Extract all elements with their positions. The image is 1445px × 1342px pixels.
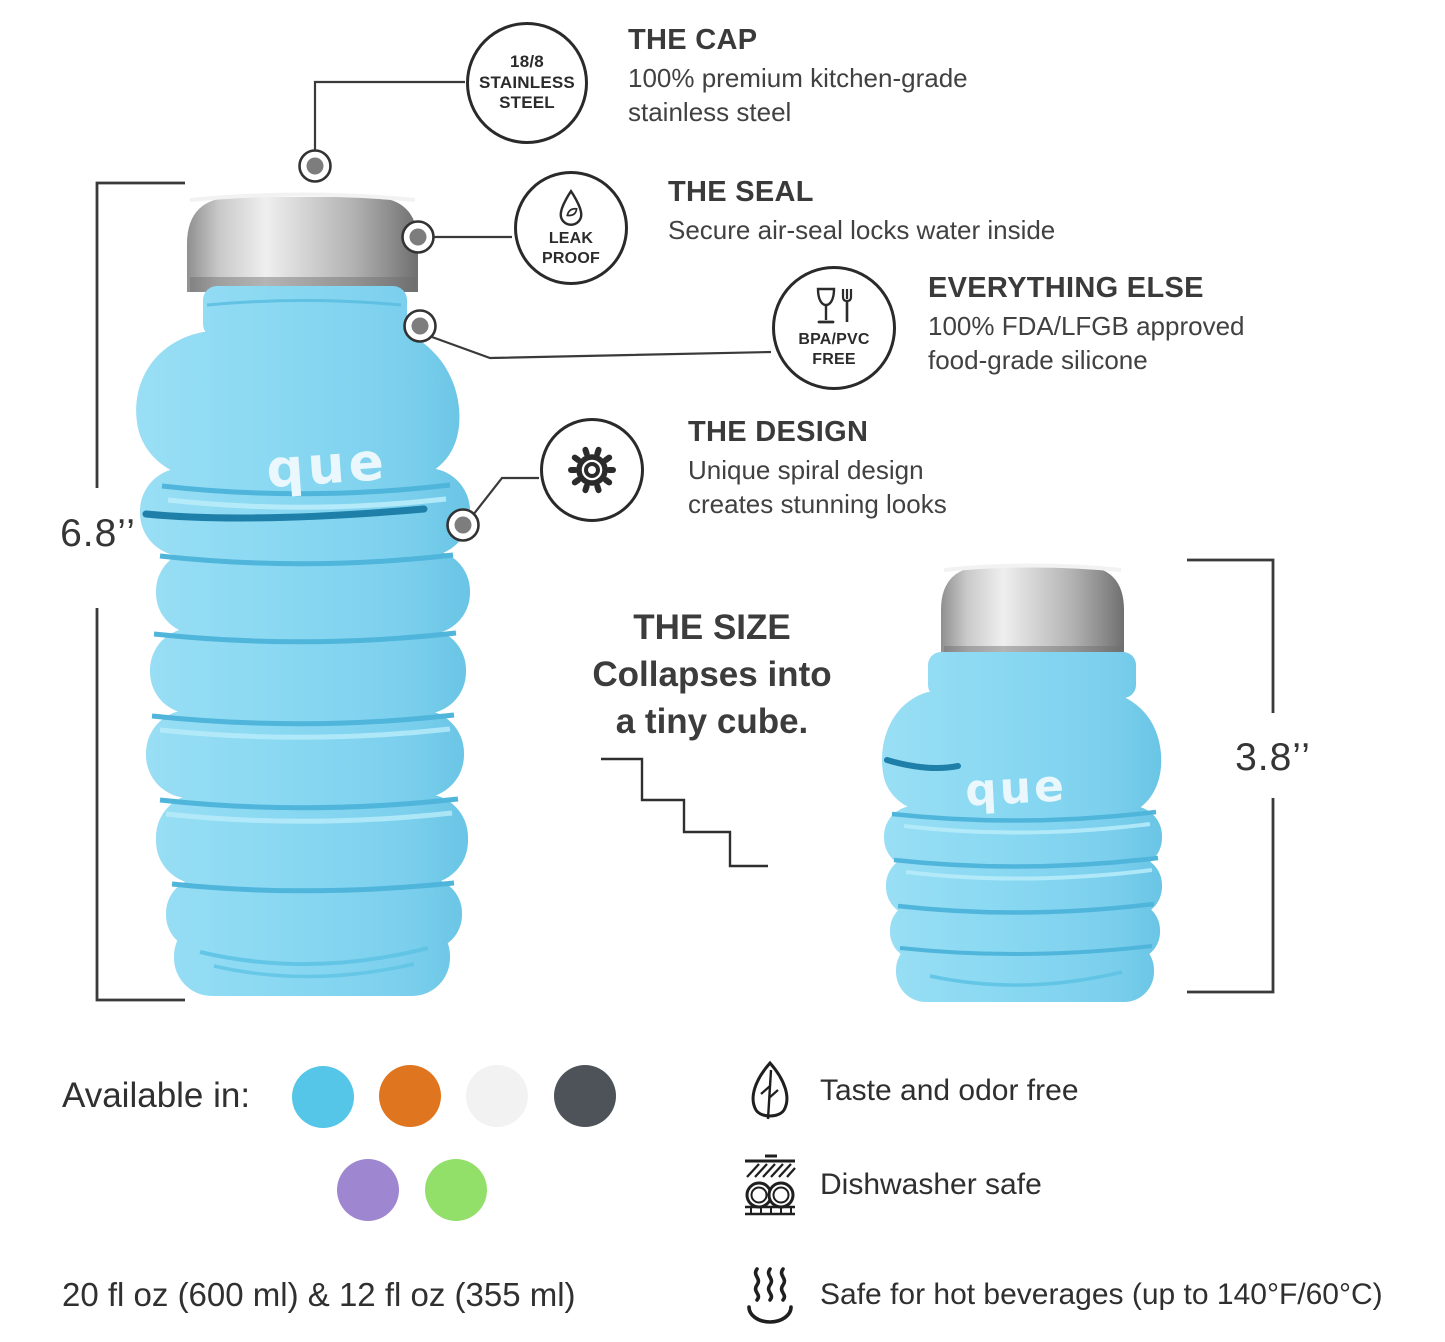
size-note-title: THE SIZE <box>633 608 791 647</box>
brand-logo-expanded: que <box>264 432 389 500</box>
bottle-expanded: que <box>136 192 470 996</box>
capacity-text: 20 fl oz (600 ml) & 12 fl oz (355 ml) <box>62 1276 576 1313</box>
callout-title: THE SEAL <box>668 176 814 208</box>
staircase-icon <box>601 757 768 868</box>
bottle-cap <box>187 197 418 292</box>
spiral-slit-collapsed <box>884 757 961 771</box>
callout-connectors <box>313 80 772 516</box>
glass-fork-icon <box>816 287 853 324</box>
badge-line: STEEL <box>499 93 555 113</box>
feature-row-hot: Safe for hot beverages (up to 140°F/60°C… <box>738 1260 1383 1330</box>
gear-icon <box>568 446 616 494</box>
dot-cap <box>298 149 332 183</box>
color-swatch-blue <box>292 1066 354 1128</box>
callout-body-line: Unique spiral design <box>688 455 924 485</box>
dot-seal <box>401 220 435 254</box>
bottle-shoulder <box>136 332 460 482</box>
callout-body-line: creates stunning looks <box>688 489 947 519</box>
brand-logo-collapsed: que <box>964 760 1068 816</box>
spiral-slit <box>142 505 428 522</box>
feature-text: Safe for hot beverages (up to 140°F/60°C… <box>820 1278 1383 1311</box>
callout-title: THE CAP <box>628 24 758 56</box>
feature-text: Dishwasher safe <box>820 1168 1042 1201</box>
badge-bpa-pvc-free: BPA/PVC FREE <box>772 266 896 390</box>
callout-title: THE DESIGN <box>688 416 869 448</box>
measure-bracket-collapsed <box>1187 558 1275 994</box>
available-in-label: Available in: <box>62 1076 251 1115</box>
bottle-collapsed-shoulder <box>881 692 1162 818</box>
callout-body-line: food-grade silicone <box>928 345 1148 375</box>
callout-body-line: 100% premium kitchen-grade <box>628 63 968 93</box>
callout-body-line: stainless steel <box>628 97 792 127</box>
dot-materials <box>403 309 437 343</box>
size-note-line: a tiny cube. <box>615 702 809 741</box>
feature-row-dishwasher: Dishwasher safe <box>738 1150 1042 1220</box>
height-label-expanded: 6.8’’ <box>60 512 136 555</box>
callout-dots <box>298 149 480 542</box>
steam-icon <box>738 1264 802 1326</box>
callout-materials: EVERYTHING ELSE 100% FDA/LFGB approved f… <box>928 272 1245 377</box>
badge-leak-proof: LEAK PROOF <box>514 171 628 285</box>
badge-line: FREE <box>812 350 856 368</box>
badge-stainless-steel: 18/8 STAINLESS STEEL <box>466 22 588 144</box>
badge-line: 18/8 <box>510 51 544 71</box>
bottle-collapsed-cap <box>941 566 1124 660</box>
callout-cap: THE CAP 100% premium kitchen-grade stain… <box>628 24 968 129</box>
color-swatch-gray <box>554 1065 616 1127</box>
callout-design: THE DESIGN Unique spiral design creates … <box>688 416 947 521</box>
size-note: THE SIZE Collapses into a tiny cube. <box>552 604 872 745</box>
badge-line: STAINLESS <box>479 72 575 92</box>
color-swatch-white <box>466 1065 528 1127</box>
color-swatch-orange <box>379 1065 441 1127</box>
badge-line: LEAK <box>548 229 594 247</box>
bottle-collapsed: que <box>881 563 1162 1002</box>
color-swatch-green <box>425 1159 487 1221</box>
leaf-icon <box>738 1060 802 1122</box>
feature-row-taste: Taste and odor free <box>738 1056 1079 1126</box>
callout-body-line: 100% FDA/LFGB approved <box>928 311 1245 341</box>
badge-design <box>540 418 644 522</box>
size-note-line: Collapses into <box>592 655 832 694</box>
callout-body-line: Secure air-seal locks water inside <box>668 215 1056 245</box>
callout-title: EVERYTHING ELSE <box>928 272 1204 304</box>
color-swatch-purple <box>337 1159 399 1221</box>
droplet-icon <box>559 188 583 226</box>
measure-bracket-expanded <box>95 181 185 1002</box>
feature-text: Taste and odor free <box>820 1074 1079 1107</box>
badge-line: BPA/PVC <box>798 330 870 348</box>
dishwasher-icon <box>738 1153 802 1217</box>
badge-line: PROOF <box>542 249 600 267</box>
height-label-collapsed: 3.8’’ <box>1235 736 1311 779</box>
callout-seal: THE SEAL Secure air-seal locks water ins… <box>668 176 1055 247</box>
dot-design <box>446 508 480 542</box>
